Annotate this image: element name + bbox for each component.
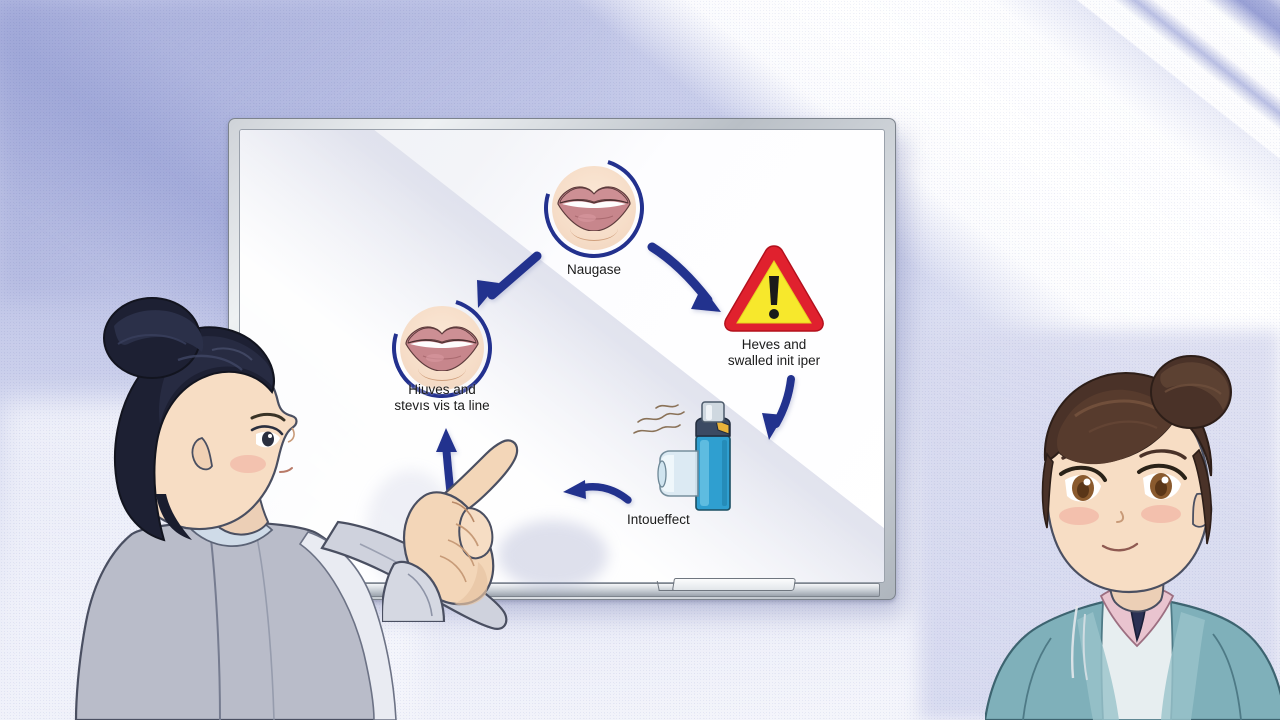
diagram-node-nausea[interactable]: Naugase (526, 140, 662, 277)
node-ring (526, 140, 662, 276)
lips-glyph (557, 186, 631, 231)
hair-wisp (1071, 605, 1079, 679)
instructor-eye (262, 431, 274, 447)
whiteboard-marker[interactable] (671, 578, 797, 591)
instructor-blush (230, 455, 266, 473)
student-eyebrow-right (1139, 449, 1187, 460)
diagram-node-hives[interactable]: Hiuves and stevıs vis ta line (374, 280, 510, 416)
student-shirt (1100, 601, 1174, 720)
warning-triangle-icon (722, 243, 826, 335)
pointing-hand (380, 432, 552, 624)
sleeve-cuff (380, 560, 446, 624)
node-label-warning-line1: Heves and (741, 337, 807, 352)
diagram-node-warning[interactable]: Heves and swalled init iper (722, 243, 826, 368)
instructor-mouth (279, 467, 293, 473)
student-eye-left (1059, 465, 1107, 502)
node-label-nausea: Naugase (566, 262, 622, 277)
student-mouth (1101, 542, 1139, 552)
instructor-figure (74, 297, 508, 720)
chin-line (570, 226, 618, 241)
student-eye-right (1137, 463, 1187, 500)
character-student[interactable] (983, 330, 1280, 720)
instructor-eyebrow (250, 412, 286, 422)
index-finger (442, 439, 519, 516)
student-nose (1116, 511, 1125, 523)
student-figure (983, 355, 1280, 720)
face-circle (552, 166, 636, 250)
student-side-lock (1041, 452, 1054, 529)
node-label-warning-line2: swalled init iper (727, 353, 821, 368)
node-label-inhaler: Intoueffect (627, 512, 690, 527)
thumb (458, 506, 494, 560)
student-blush-right (1141, 505, 1181, 523)
lips-icon (526, 140, 662, 276)
instructor-ear (191, 437, 213, 471)
lips-icon (374, 280, 510, 416)
warning-triangle-glyph (724, 245, 824, 332)
pointing-hand-glyph (380, 439, 519, 624)
node-label-hives-line1: Hiuves and (408, 382, 476, 397)
student-blush-left (1059, 507, 1099, 525)
chin-line (418, 366, 466, 381)
hand-cast-shadow (498, 520, 608, 590)
diagram-node-inhaler[interactable]: Intoueffect (627, 400, 742, 527)
node-label-hives-line2: stevıs vis ta line (394, 398, 490, 413)
inhaler-glyph (633, 401, 731, 511)
character-instructor[interactable] (60, 282, 530, 720)
inhaler-icon (630, 400, 742, 516)
lips-glyph (405, 326, 479, 371)
instructor-hair (113, 326, 275, 542)
spray-wisps (633, 404, 685, 434)
face-circle (400, 306, 484, 390)
